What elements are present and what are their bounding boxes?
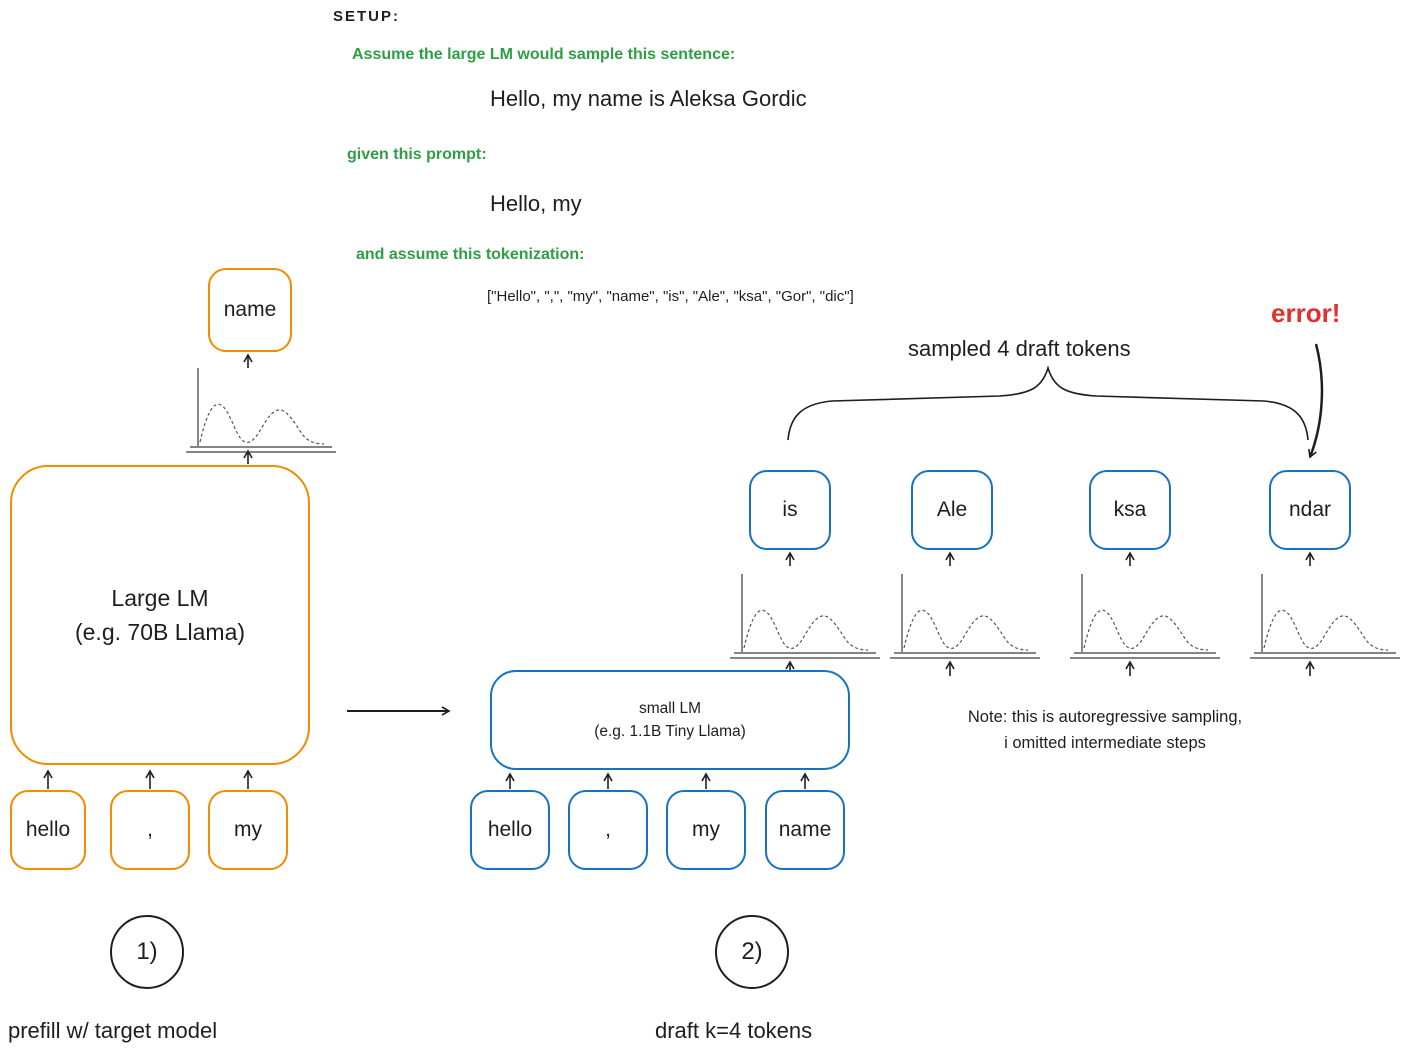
draft-token-box-is: is xyxy=(749,470,831,550)
token-label: , xyxy=(605,818,611,841)
small-lm-detail: (e.g. 1.1B Tiny Llama) xyxy=(594,723,746,740)
step-2-caption: draft k=4 tokens xyxy=(655,1018,813,1043)
token-label: is xyxy=(782,498,798,521)
token-label: my xyxy=(692,818,720,841)
setup-assumption-label: Assume the large LM would sample this se… xyxy=(352,46,736,63)
token-label: ndar xyxy=(1288,498,1332,521)
token-box-comma-1: , xyxy=(110,790,190,870)
large-lm-name: Large LM xyxy=(111,584,209,611)
draft-token-box-ale: Ale xyxy=(911,470,993,550)
small-lm-name: small LM xyxy=(638,699,701,717)
token-label: , xyxy=(147,818,153,841)
token-label: name xyxy=(778,818,832,841)
note-line-1: Note: this is autoregressive sampling, xyxy=(967,708,1243,726)
step-1-number: 1) xyxy=(136,938,158,965)
token-label: hello xyxy=(25,818,71,841)
token-label: my xyxy=(234,818,262,841)
token-box-hello-1: hello xyxy=(10,790,86,870)
output-token-box: name xyxy=(208,268,292,352)
draft-token-box-ksa: ksa xyxy=(1089,470,1171,550)
token-box-comma-2: , xyxy=(568,790,648,870)
error-arrow xyxy=(1308,343,1324,459)
tokenization-list: ["Hello", ",", "my", "name", "is", "Ale"… xyxy=(487,288,854,305)
token-box-hello-2: hello xyxy=(470,790,550,870)
draft-token-box-ndar: ndar xyxy=(1269,470,1351,550)
step-1-caption: prefill w/ target model xyxy=(8,1018,218,1043)
large-lm-box: Large LM (e.g. 70B Llama) xyxy=(10,465,310,765)
token-label: ksa xyxy=(1113,498,1147,521)
small-lm-input-arrows xyxy=(505,772,810,789)
token-box-my-2: my xyxy=(666,790,746,870)
distribution-input-arrows xyxy=(785,660,1315,676)
note-line-2: i omitted intermediate steps xyxy=(1004,733,1206,752)
tokenization-label: and assume this tokenization: xyxy=(356,246,585,263)
token-box-name-2: name xyxy=(765,790,845,870)
step-1-badge: 1) xyxy=(110,915,184,989)
prompt-text: Hello, my xyxy=(490,191,582,216)
token-label: Ale xyxy=(936,498,968,521)
token-label: hello xyxy=(487,818,533,841)
brace-label: sampled 4 draft tokens xyxy=(908,336,1131,361)
probability-distribution-plot xyxy=(1070,568,1220,662)
probability-distribution-plot xyxy=(730,568,880,662)
probability-distribution-plot xyxy=(186,362,336,456)
autoregressive-note: Note: this is autoregressive sampling, i… xyxy=(880,705,1330,756)
step-2-badge: 2) xyxy=(715,915,789,989)
target-sentence: Hello, my name is Aleksa Gordic xyxy=(490,86,807,111)
probability-distribution-plot xyxy=(890,568,1040,662)
brace xyxy=(787,365,1309,441)
output-token-label: name xyxy=(223,298,277,321)
error-label: error! xyxy=(1271,298,1341,328)
draft-token-arrows xyxy=(785,551,1315,566)
step-2-number: 2) xyxy=(741,938,763,965)
prompt-label: given this prompt: xyxy=(347,146,487,163)
large-lm-detail: (e.g. 70B Llama) xyxy=(74,619,246,645)
token-box-my-1: my xyxy=(208,790,288,870)
small-lm-box: small LM (e.g. 1.1B Tiny Llama) xyxy=(490,670,850,770)
probability-distribution-plot xyxy=(1250,568,1400,662)
setup-title: SETUP: xyxy=(333,8,401,25)
